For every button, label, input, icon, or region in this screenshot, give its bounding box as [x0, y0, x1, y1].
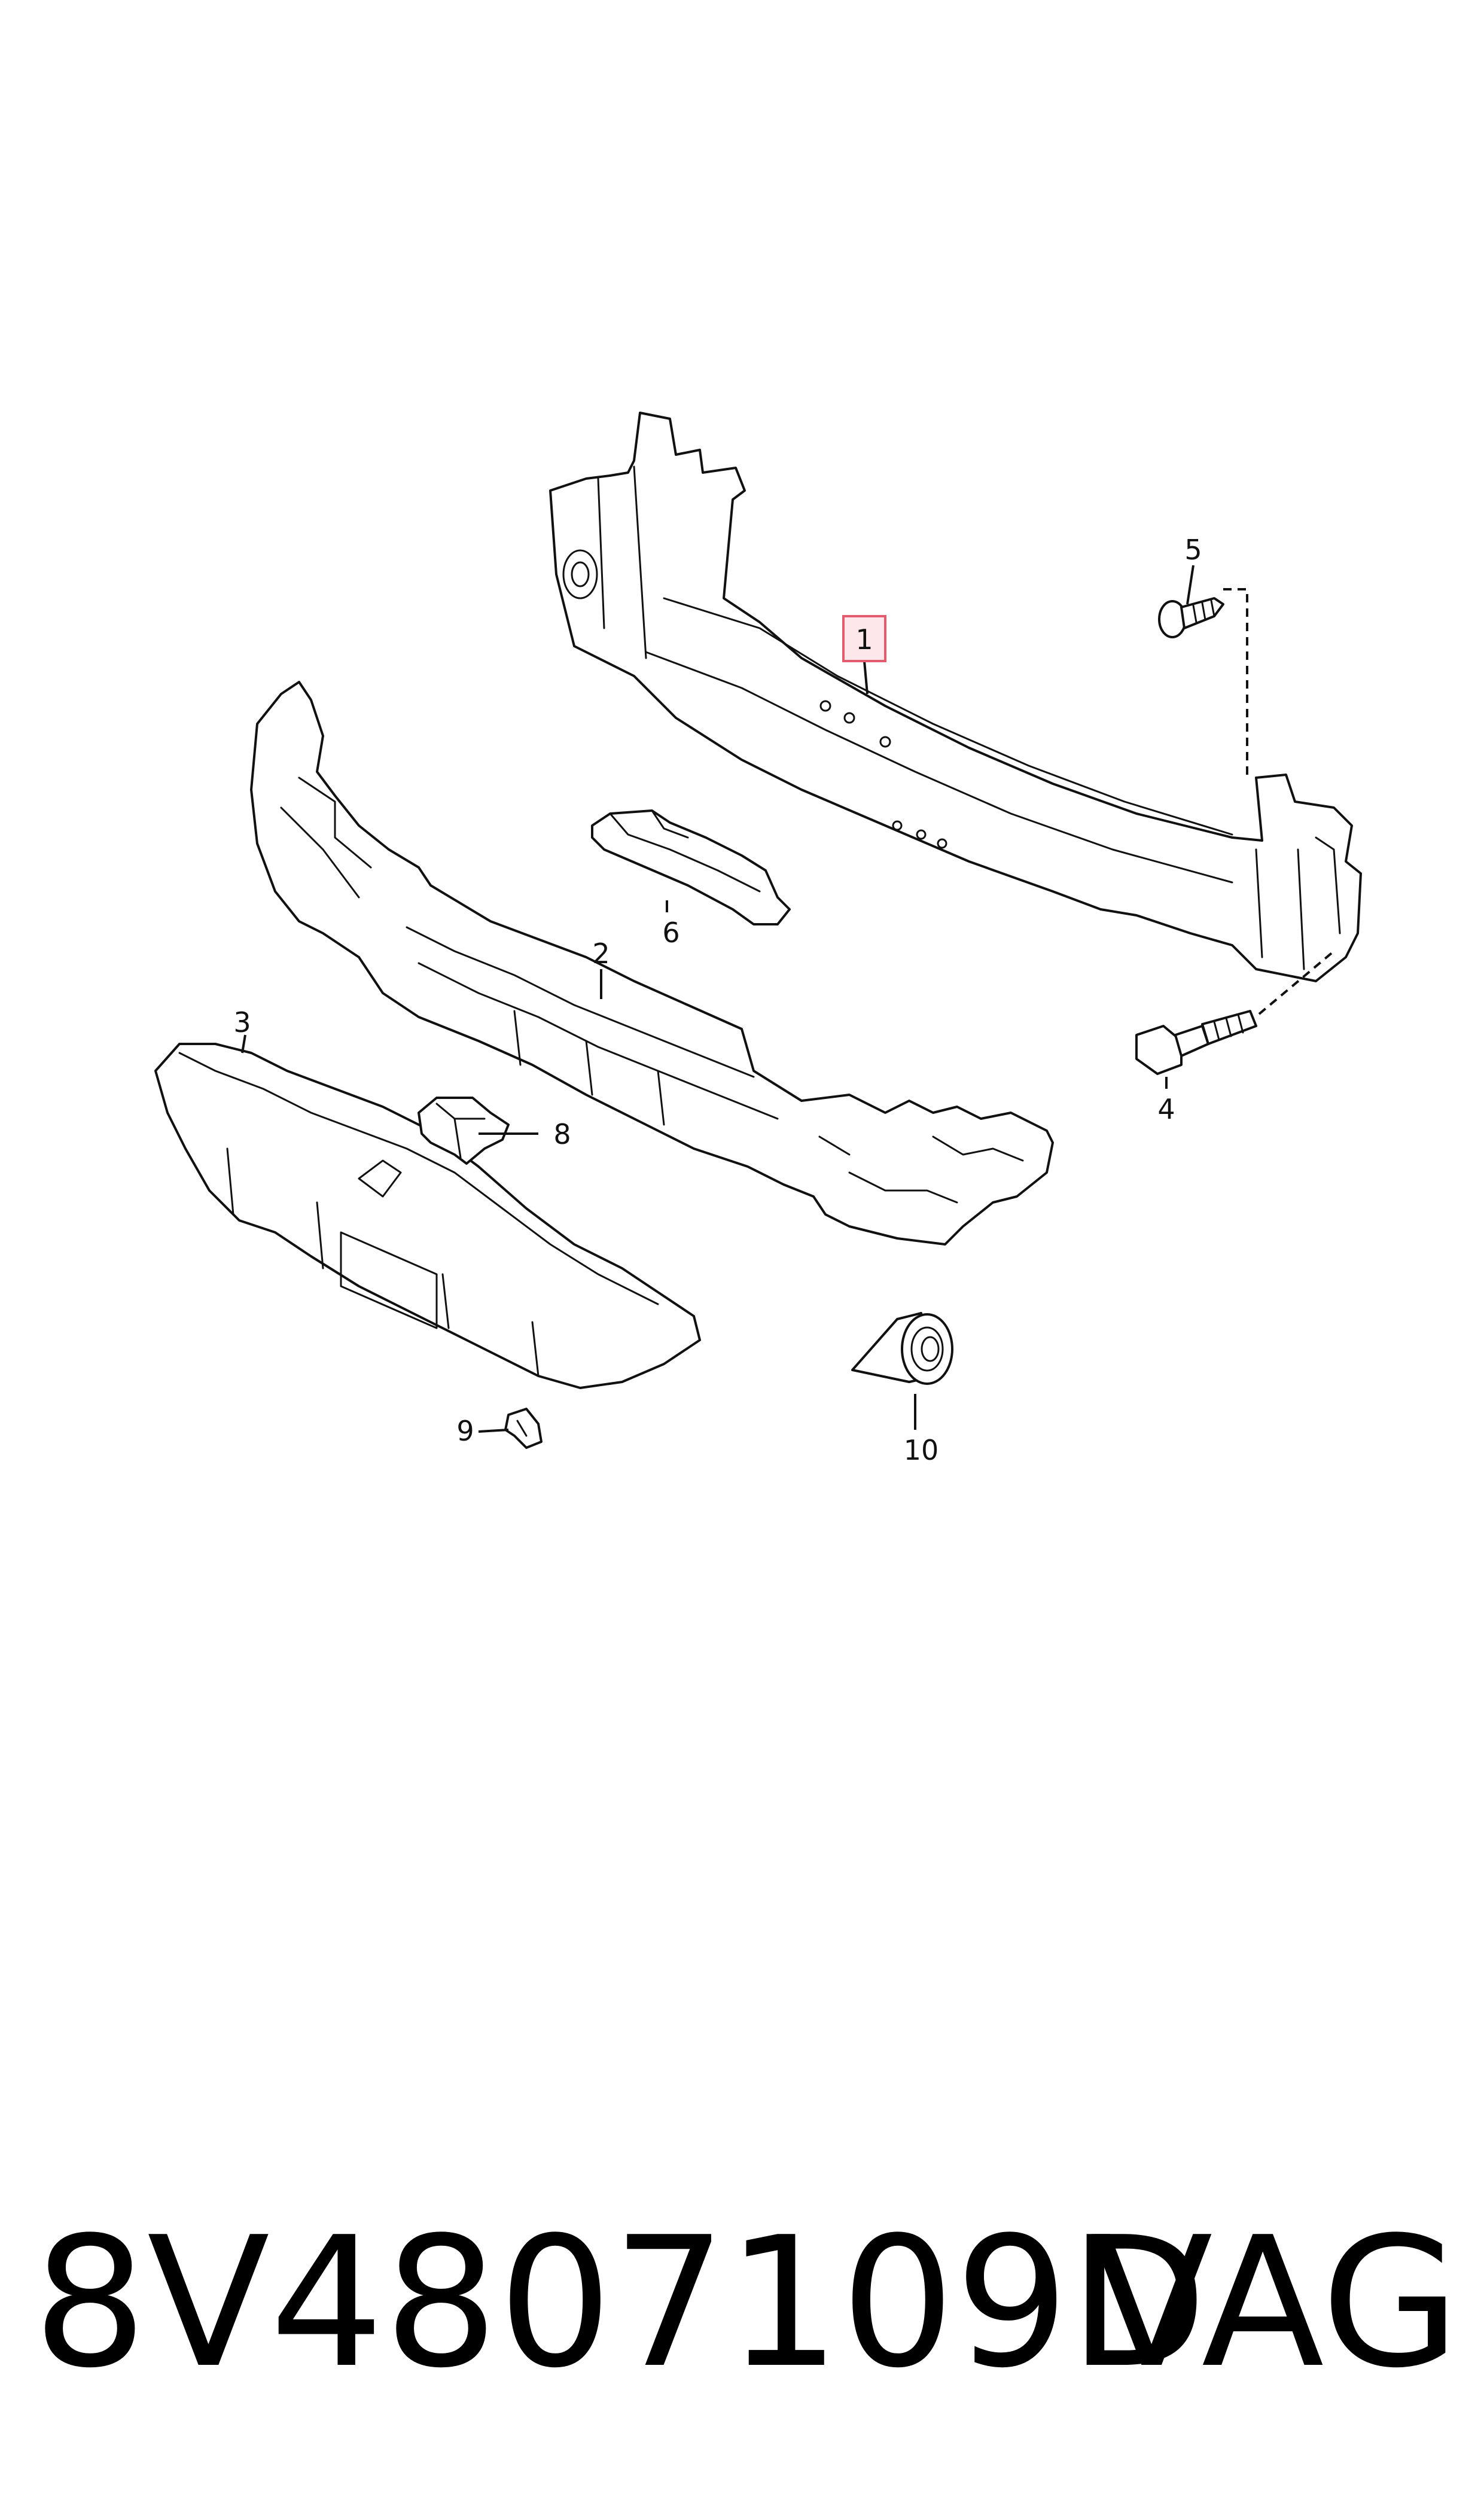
- callout-1-highlight: [842, 615, 886, 662]
- callout-10: 10: [904, 1434, 939, 1466]
- leader-lines: [241, 565, 1194, 1433]
- part-1-bumper-reinforcement: [549, 412, 1362, 982]
- callout-4: 4: [1157, 1093, 1175, 1125]
- part-number: 8V4807109D: [33, 2199, 1208, 2407]
- part-10-tape-roll: [851, 1312, 953, 1385]
- callout-2: 2: [592, 937, 610, 970]
- fastening-line-5: [1223, 588, 1248, 778]
- part-4-bolt: [1135, 1010, 1257, 1075]
- part-2-energy-absorber: [250, 681, 1054, 1246]
- fastening-line-4: [1258, 950, 1335, 1015]
- callout-9: 9: [456, 1415, 474, 1447]
- callout-5: 5: [1184, 534, 1202, 566]
- callout-1: 1: [855, 623, 873, 656]
- callout-6: 6: [662, 917, 679, 949]
- brand-name: VAG: [1090, 2199, 1460, 2407]
- part-5-screw: [1158, 597, 1224, 638]
- callout-3: 3: [233, 1006, 251, 1039]
- part-9-clip: [504, 1408, 543, 1449]
- part-3-lower-absorber: [154, 1043, 701, 1389]
- part-8-clip: [418, 1097, 510, 1165]
- callout-8: 8: [553, 1118, 571, 1150]
- part-6-bracket: [591, 809, 791, 925]
